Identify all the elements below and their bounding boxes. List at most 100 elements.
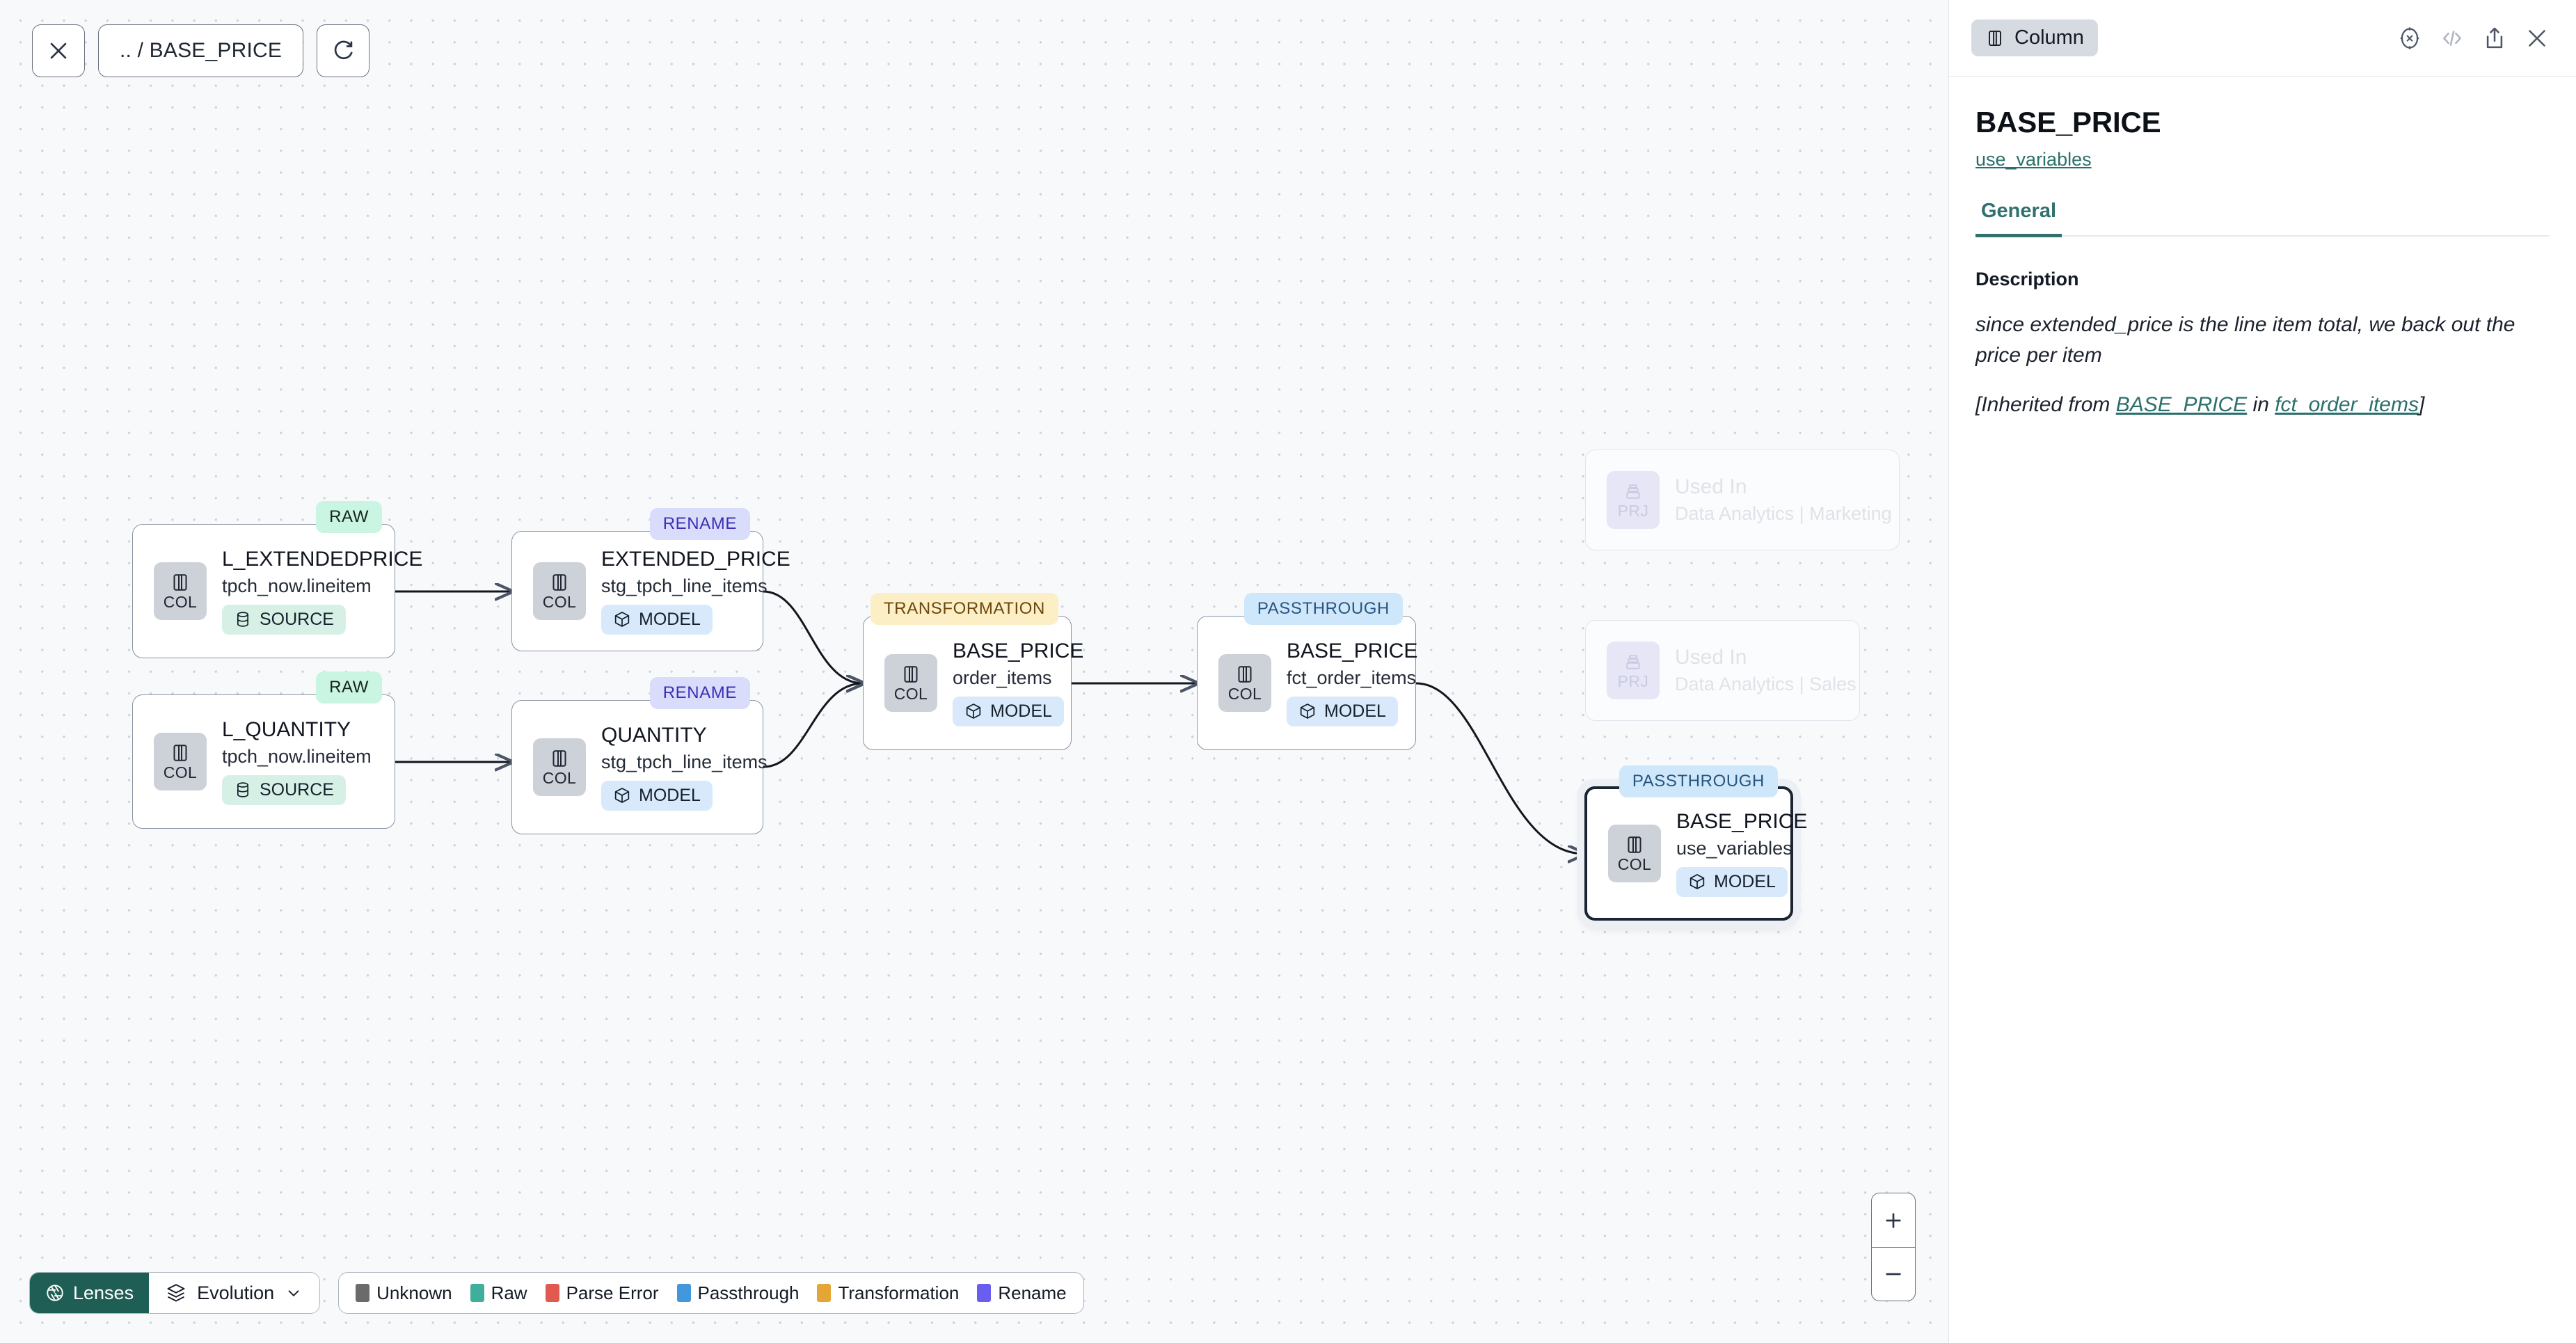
project-icon <box>1623 481 1644 502</box>
inherited-column-link[interactable]: BASE_PRICE <box>2116 393 2247 416</box>
node-kind-badge: MODEL <box>601 605 713 635</box>
zoom-controls <box>1871 1193 1916 1301</box>
node-entity-chip: COL <box>533 738 586 796</box>
node-subtitle: Data Analytics | Sales <box>1675 673 1857 695</box>
node-body: L_QUANTITYtpch_now.lineitemSOURCE <box>222 703 372 820</box>
node-subtitle: tpch_now.lineitem <box>222 745 372 768</box>
entity-type-chip[interactable]: Column <box>1971 19 2098 56</box>
node-entity-chip: PRJ <box>1607 471 1660 529</box>
legend-label: Rename <box>998 1282 1066 1304</box>
node-kind-badge: MODEL <box>601 781 713 811</box>
database-icon <box>234 781 252 799</box>
inherited-note: [Inherited from BASE_PRICE in fct_order_… <box>1975 390 2550 420</box>
node-body: Used InData Analytics | Marketing <box>1675 460 1892 540</box>
cube-icon <box>613 786 631 804</box>
lenses-button[interactable]: Lenses <box>30 1273 149 1313</box>
lineage-node-l_extendedprice[interactable]: RAWCOLL_EXTENDEDPRICEtpch_now.lineitemSO… <box>132 524 395 658</box>
column-icon <box>549 748 570 769</box>
panel-header-actions <box>2397 26 2550 51</box>
layers-icon <box>166 1282 186 1303</box>
column-icon <box>170 742 191 763</box>
plus-icon <box>1882 1209 1905 1232</box>
lineage-node-base_price_use_variables[interactable]: PASSTHROUGHCOLBASE_PRICEuse_variablesMOD… <box>1584 786 1793 921</box>
column-icon <box>1234 664 1255 685</box>
column-icon <box>1985 29 2005 48</box>
legend-label: Transformation <box>838 1282 959 1304</box>
project-icon <box>1623 651 1644 672</box>
node-title: QUANTITY <box>601 724 707 748</box>
node-entity-label: COL <box>1228 686 1262 702</box>
lineage-canvas[interactable]: .. / BASE_PRICE RAWCOLL_EXTENDEDPRICEtpc… <box>0 0 1948 1343</box>
zoom-in-button[interactable] <box>1872 1193 1915 1247</box>
node-entity-chip: PRJ <box>1607 642 1660 699</box>
zoom-out-button[interactable] <box>1872 1247 1915 1301</box>
legend-item-raw[interactable]: Raw <box>470 1282 527 1304</box>
cube-icon <box>964 702 983 720</box>
inherited-suffix: ] <box>2419 393 2424 416</box>
node-subtitle: order_items <box>953 667 1052 689</box>
node-entity-label: PRJ <box>1618 503 1649 519</box>
page-title: BASE_PRICE <box>1949 77 2576 139</box>
lineage-node-extended_price[interactable]: RENAMECOLEXTENDED_PRICEstg_tpch_line_ite… <box>511 531 763 651</box>
legend-item-parse-error[interactable]: Parse Error <box>546 1282 659 1304</box>
breadcrumb-button[interactable]: .. / BASE_PRICE <box>98 24 303 77</box>
inherited-prefix: [Inherited from <box>1975 393 2116 416</box>
close-lineage-button[interactable] <box>32 24 85 77</box>
node-body: BASE_PRICEfct_order_itemsMODEL <box>1287 624 1417 742</box>
node-body: QUANTITY stg_tpch_line_itemsMODEL <box>601 708 768 826</box>
node-kind-label: MODEL <box>639 610 701 630</box>
node-entity-label: COL <box>164 594 198 610</box>
code-icon[interactable] <box>2440 26 2465 51</box>
lenses-group: Lenses Evolution <box>29 1272 320 1314</box>
node-kind-badge: MODEL <box>1287 697 1398 726</box>
node-entity-label: COL <box>164 765 198 781</box>
node-kind-badge: SOURCE <box>222 605 346 635</box>
legend-label: Passthrough <box>698 1282 800 1304</box>
node-entity-chip: COL <box>533 562 586 620</box>
breadcrumb: .. / BASE_PRICE <box>99 39 303 63</box>
node-entity-chip: COL <box>1218 654 1271 712</box>
refresh-button[interactable] <box>317 24 369 77</box>
legend-swatch <box>470 1284 484 1302</box>
legend-item-unknown[interactable]: Unknown <box>356 1282 452 1304</box>
legend-item-transformation[interactable]: Transformation <box>817 1282 959 1304</box>
close-icon <box>47 39 70 63</box>
inherited-model-link[interactable]: fct_order_items <box>2275 393 2419 416</box>
node-kind-label: MODEL <box>639 786 701 806</box>
legend-item-passthrough[interactable]: Passthrough <box>677 1282 800 1304</box>
entity-type-label: Column <box>2014 26 2084 49</box>
lineage-node-l_quantity[interactable]: RAWCOLL_QUANTITYtpch_now.lineitemSOURCE <box>132 694 395 829</box>
node-subtitle: stg_tpch_line_items <box>601 751 768 773</box>
node-entity-label: COL <box>543 594 577 610</box>
legend-item-rename[interactable]: Rename <box>977 1282 1066 1304</box>
node-kind-label: SOURCE <box>260 610 334 630</box>
compass-icon[interactable] <box>2397 26 2422 51</box>
node-entity-label: COL <box>1618 857 1652 873</box>
node-body: Used InData Analytics | Sales <box>1675 630 1857 710</box>
close-panel-icon[interactable] <box>2525 26 2550 51</box>
share-icon[interactable] <box>2482 26 2507 51</box>
lineage-node-base_price_order_items[interactable]: TRANSFORMATIONCOLBASE_PRICEorder_itemsMO… <box>863 616 1072 750</box>
column-icon <box>549 572 570 593</box>
node-entity-chip: COL <box>1608 825 1661 882</box>
lineage-ghost-node-used-in-sales[interactable]: PRJ Used InData Analytics | Sales <box>1585 620 1860 721</box>
parent-model-link[interactable]: use_variables <box>1975 149 2550 170</box>
node-subtitle: fct_order_items <box>1287 667 1416 689</box>
node-type-badge: PASSTHROUGH <box>1244 593 1403 625</box>
node-type-badge: RAW <box>316 672 382 704</box>
lineage-node-base_price_fct[interactable]: PASSTHROUGHCOLBASE_PRICEfct_order_itemsM… <box>1197 616 1416 750</box>
tab-general[interactable]: General <box>1975 200 2062 237</box>
node-entity-label: COL <box>894 686 928 702</box>
legend-swatch <box>546 1284 559 1302</box>
inherited-middle: in <box>2247 393 2275 416</box>
panel-tabs: General <box>1975 200 2550 237</box>
lineage-node-quantity[interactable]: RENAMECOLQUANTITYstg_tpch_line_itemsMODE… <box>511 700 763 834</box>
lenses-label: Lenses <box>73 1282 134 1304</box>
legend-label: Raw <box>491 1282 527 1304</box>
evolution-dropdown[interactable]: Evolution <box>149 1273 319 1313</box>
description-label: Description <box>1975 269 2550 290</box>
node-entity-chip: COL <box>884 654 937 712</box>
cube-icon <box>1688 873 1706 891</box>
lineage-ghost-node-used-in-marketing[interactable]: PRJ Used InData Analytics | Marketing <box>1585 450 1900 550</box>
node-body: BASE_PRICEuse_variablesMODEL <box>1676 795 1807 912</box>
